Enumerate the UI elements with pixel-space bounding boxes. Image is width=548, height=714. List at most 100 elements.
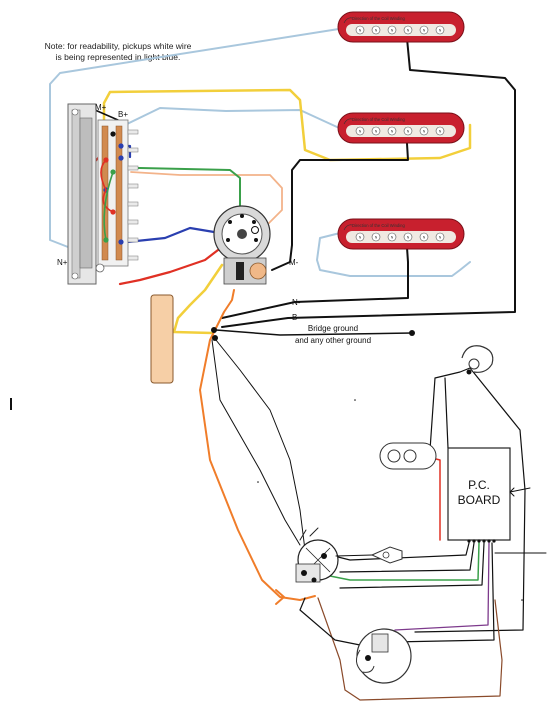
switch-lug [127,255,139,261]
jack-terminal [468,358,480,370]
note-line-1: Note: for readability, pickups white wir… [45,41,192,51]
ground-label-line-2: and any other ground [295,336,371,345]
pcb-arrow-line [509,487,531,493]
screw-hole [95,263,105,273]
peach-wire [130,171,283,231]
pcb-to-battery-black [444,377,449,449]
switch-lug [127,237,139,243]
jack-body-icon [461,345,494,373]
pcb-pin [477,539,481,543]
pot-shaft [237,229,247,239]
pole-pieces: N N N N N N [355,126,445,136]
lower-pot [295,527,339,583]
small-jack-wire [335,554,373,557]
switch-lugs [127,129,139,261]
brown-loop-wire [317,597,503,701]
pole-piece [403,25,413,35]
light-blue-wire-3 [316,232,471,277]
pole-piece [371,25,381,35]
pc-board: P.C. BOARD [447,447,531,543]
solder-dot [118,239,124,245]
switch-jumper-green [103,171,114,241]
battery-terminal [387,449,401,463]
orange-wire-arrow-head [275,589,285,605]
pole-piece [355,232,365,242]
pole-label: N [391,235,394,239]
pole-label: N [375,235,378,239]
label-b-plus: B+ [118,110,128,119]
pc-board-label-2: BOARD [458,493,501,507]
ground-terminal-dot [409,330,415,336]
pole-piece [419,126,429,136]
pole-label: N [359,28,362,32]
pot-terminal [240,214,244,218]
pot-terminal [228,220,232,224]
volume-pot [213,205,271,285]
pcb-pin [487,539,491,543]
coil-direction-label: Direction of the Coil Winding [352,16,406,21]
pole-label: N [407,235,410,239]
coil-arrow-icon [343,17,353,24]
pole-label: N [359,129,362,133]
capacitor-icon [249,262,267,280]
label-n-plus: N+ [57,258,68,267]
pole-label: N [375,129,378,133]
solder-dot [118,143,124,149]
label-m-plus: M+ [95,103,107,112]
screw-hole [71,108,79,116]
pole-label: N [359,235,362,239]
switch-jumper-red [100,159,114,213]
pot-terminal [252,220,256,224]
pickup-bridge: Direction of the Coil Winding N N N N N … [337,11,465,43]
pot-terminal [226,238,230,242]
coil-arrow-icon [343,118,353,125]
pole-piece [387,25,397,35]
pole-piece [403,232,413,242]
pot-lug [236,262,244,280]
jack-solder-dot [466,369,472,375]
pot-terminal [254,238,258,242]
black-thin-wire-1 [215,339,306,551]
pole-label: N [423,28,426,32]
lower-pot-tab [299,529,307,541]
output-jack-bottom [356,628,412,684]
five-way-switch [67,103,139,285]
pcb-to-pot-black-1 [329,542,470,561]
pole-label: N [439,235,442,239]
pole-piece [419,25,429,35]
pcb-pin [472,539,476,543]
pcb-to-pot-green [324,542,480,581]
light-blue-wire-1 [49,27,346,248]
battery-snap-wire [429,367,471,451]
switch-lug [127,129,139,135]
pc-board-body [447,447,511,541]
pcb-to-jack-black [391,542,495,643]
pole-label: N [423,235,426,239]
pc-board-label-1: P.C. [468,478,490,492]
pot-terminal [251,226,259,234]
ground-label-line-1: Bridge ground [308,324,358,333]
pole-label: N [375,28,378,32]
small-jack-terminal [382,551,390,559]
screw-hole [71,272,79,280]
jack-black-curve [299,597,361,646]
bridge-ground-wire [215,329,413,336]
small-jack [335,546,403,564]
pcb-pin [492,539,496,543]
output-jack-terminal [365,655,371,661]
switch-lug [127,165,139,171]
light-blue-wire-2 [124,107,338,128]
yellow-wire [102,88,472,162]
pole-label: N [423,129,426,133]
switch-lug [127,183,139,189]
pole-piece [403,126,413,136]
pole-label: N [391,28,394,32]
pole-label: N [439,129,442,133]
pole-label: N [391,129,394,133]
switch-lug [127,201,139,207]
switch-contact-strip [115,125,123,261]
lower-pot-terminal [321,553,327,559]
ground-junction-dot [211,327,217,333]
pole-piece [355,25,365,35]
